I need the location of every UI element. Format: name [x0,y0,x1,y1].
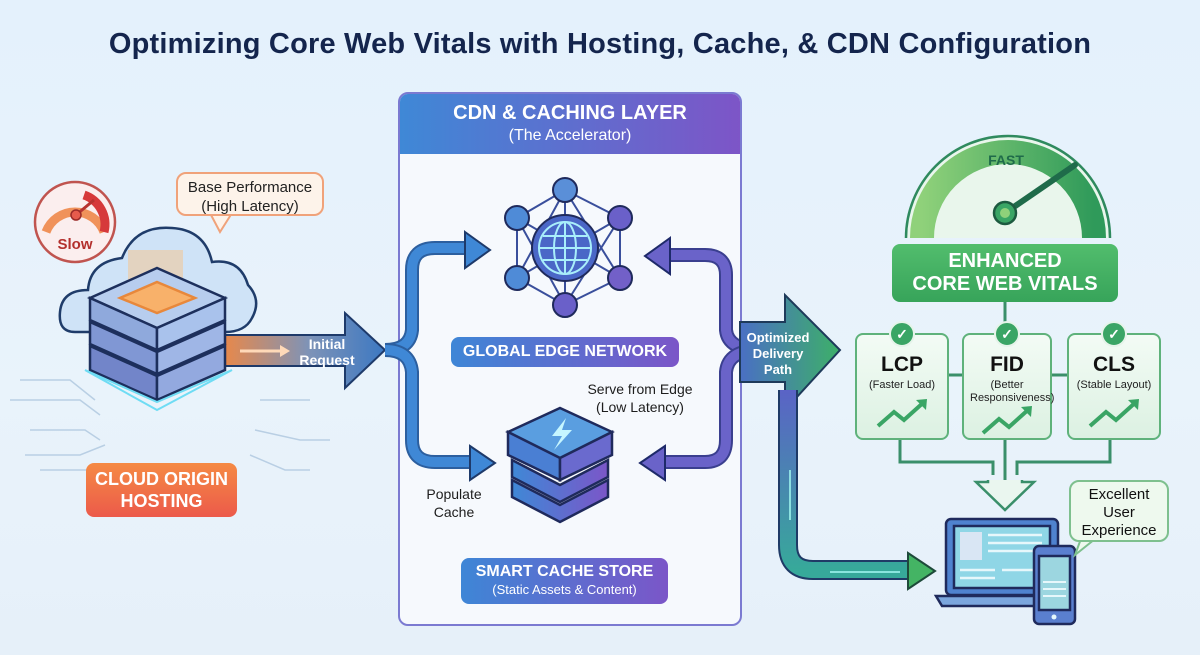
fast-gauge-label: FAST [988,152,1024,168]
trend-up-icon [876,399,927,428]
vitals-down-arrow [972,480,1038,512]
optimized-delivery-label: Optimized Delivery Path [738,330,818,378]
base-performance-bubble: Base Performance (High Latency) [176,172,324,216]
banner-line2: CORE WEB VITALS [912,273,1098,295]
outcome-line3: Experience [1081,522,1157,539]
slow-gauge-label: Slow [57,236,93,253]
vital-card-cls: ✓ CLS (Stable Layout) [1067,321,1161,440]
vital-sub: (Better Responsiveness) [970,379,1055,404]
vital-name: FID [990,353,1024,376]
initial-request-arrow [214,310,387,391]
vital-sub: (Stable Layout) [1076,379,1152,391]
enhanced-core-web-vitals-banner: ENHANCED CORE WEB VITALS [892,244,1118,302]
cache-store-title: SMART CACHE STORE [475,563,654,580]
diagram-title: Optimizing Core Web Vitals with Hosting,… [108,28,1092,60]
trend-up-icon [1088,399,1139,428]
vital-name: LCP [881,353,923,376]
check-icon: ✓ [889,321,915,347]
populate-line1: Populate [426,486,482,502]
origin-label-line2: HOSTING [120,491,203,511]
slow-gauge-icon [33,180,117,264]
excellent-ux-bubble: Excellent User Experience [1069,480,1169,542]
serve-line2: (Low Latency) [596,399,684,415]
banner-line1: ENHANCED [948,250,1062,272]
cache-store-subtitle: (Static Assets & Content) [492,582,637,597]
vital-sub: (Faster Load) [868,379,936,391]
serve-line1: Serve from Edge [587,381,693,397]
delivery-line2: Delivery [752,346,804,361]
split-arrow-left [384,241,470,357]
check-icon: ✓ [1101,321,1127,347]
populate-cache-label: Populate Cache [418,485,490,521]
initial-request-label: Initial Request [292,336,362,368]
circuit-lines [10,379,330,471]
vital-name: CLS [1093,353,1135,376]
delivery-arrow [739,292,842,413]
vital-card-lcp: ✓ LCP (Faster Load) [855,321,949,440]
base-performance-line1: Base Performance [187,179,313,196]
vital-card-fid: ✓ FID (Better Responsiveness) [962,321,1055,440]
serve-from-edge-label: Serve from Edge (Low Latency) [580,380,700,416]
global-edge-network-label: GLOBAL EDGE NETWORK [451,337,679,367]
delivery-line3: Path [763,362,793,377]
base-performance-line2: (High Latency) [201,198,299,215]
fast-gauge-icon [904,134,1112,239]
origin-server-icon [84,266,233,412]
globe-grid [538,221,592,275]
cloud-origin-hosting-label: CLOUD ORIGIN HOSTING [86,463,237,517]
trend-up-icon [981,406,1032,435]
initial-request-line1: Initial [308,336,346,352]
origin-label-line1: CLOUD ORIGIN [95,469,228,489]
check-icon: ✓ [994,321,1020,347]
delivery-line1: Optimized [746,330,810,345]
smart-cache-store-label: SMART CACHE STORE (Static Assets & Conte… [461,558,668,604]
outcome-line2: User [1103,504,1135,521]
initial-request-line2: Request [299,352,355,368]
phone-icon [1032,544,1077,626]
outcome-line1: Excellent [1088,486,1150,503]
cache-server-icon [505,406,615,524]
populate-line2: Cache [433,504,475,520]
